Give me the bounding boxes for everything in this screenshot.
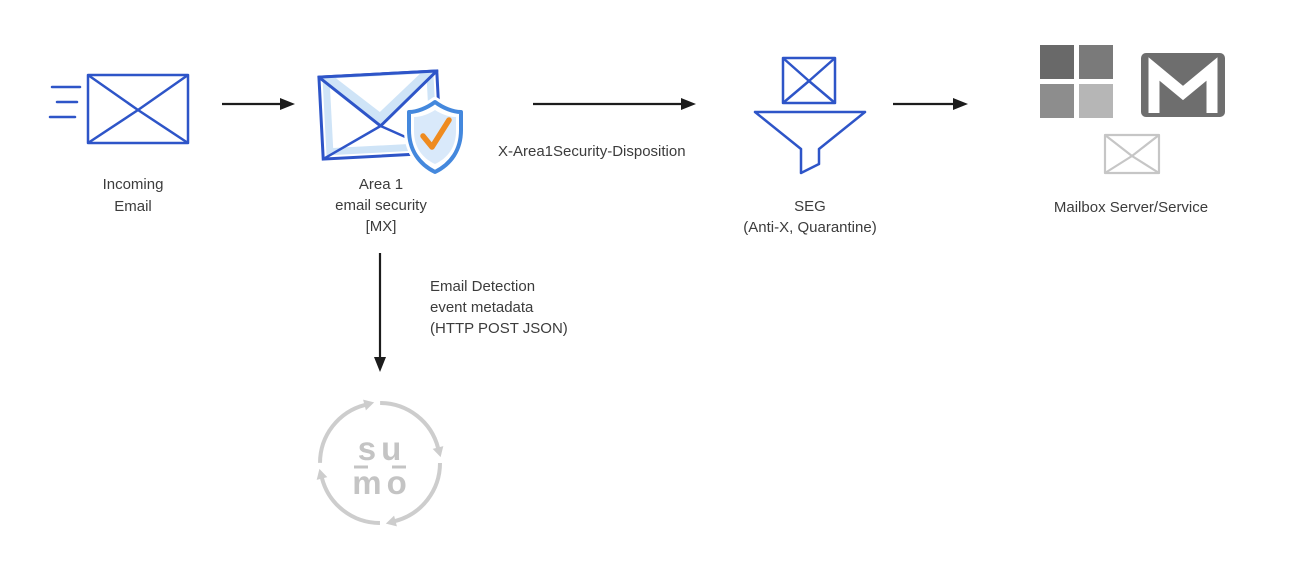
metadata-label-line2: event metadata: [430, 299, 534, 316]
sumo-wordmark-row1: su: [358, 430, 407, 467]
arrow-right-icon: [533, 98, 696, 110]
seg-label: SEG (Anti-X, Quarantine): [710, 196, 910, 238]
speed-lines-icon: [48, 85, 82, 119]
metadata-label-line1: Email Detection: [430, 278, 536, 295]
circular-arrows-icon: [318, 401, 442, 525]
area1-label: Area 1 email security [MX]: [306, 174, 456, 237]
area1-label-line2: email security: [335, 197, 427, 214]
mailbox-label: Mailbox Server/Service: [1053, 199, 1209, 216]
arrow-right-icon: [222, 98, 295, 110]
area1-email-security-icon: [317, 69, 466, 177]
area1-label-line1: Area 1: [358, 176, 404, 193]
incoming-email-label-line2: Email: [114, 198, 152, 215]
arrow-right-icon: [893, 98, 968, 110]
microsoft-logo-icon: [1040, 45, 1113, 118]
seg-funnel-icon: [753, 56, 867, 175]
sumo-logic-logo-icon: su mo: [316, 399, 444, 527]
incoming-email-label-line1: Incoming: [102, 176, 164, 193]
metadata-label: Email Detection event metadata (HTTP POS…: [430, 276, 568, 339]
disposition-header-label: X-Area1Security-Disposition: [498, 143, 686, 160]
small-envelope-icon: [1103, 133, 1161, 175]
area1-label-line3: [MX]: [365, 218, 397, 235]
seg-label-line2: (Anti-X, Quarantine): [743, 219, 877, 236]
sumo-wordmark-row2: mo: [352, 464, 412, 501]
shield-icon: [404, 97, 466, 177]
seg-label-line1: SEG: [794, 198, 826, 215]
envelope-outline-icon: [86, 73, 190, 145]
gmail-icon: [1141, 53, 1225, 117]
arrow-down-icon: [374, 253, 386, 372]
metadata-label-line3: (HTTP POST JSON): [430, 320, 568, 337]
envelope-outline-icon: [781, 56, 837, 105]
incoming-email-envelope-icon: [48, 73, 190, 145]
funnel-outline-icon: [753, 110, 867, 175]
checkmark-icon: [420, 117, 452, 150]
incoming-email-label: Incoming Email: [58, 174, 208, 218]
